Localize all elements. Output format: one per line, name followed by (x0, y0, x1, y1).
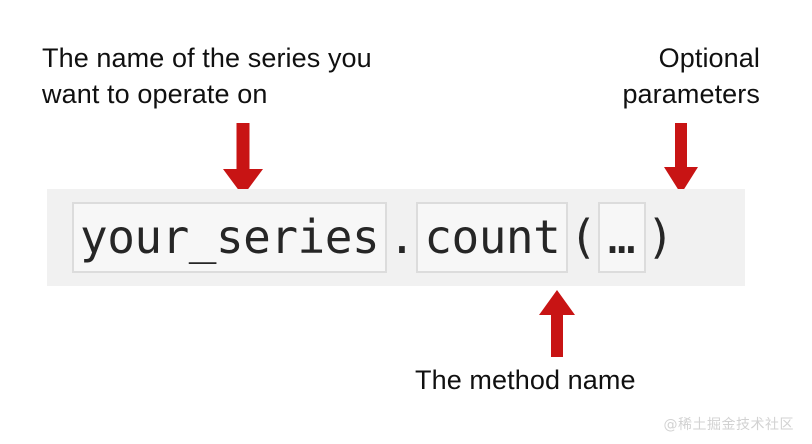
code-token-paren-open-text: ( (569, 209, 597, 264)
arrow-down-series-icon (223, 123, 263, 196)
code-token-arguments-text: … (607, 209, 636, 264)
caption-method-name: The method name (415, 365, 636, 395)
code-token-paren-close: ) (646, 197, 675, 278)
arrow-down-parameters-icon (664, 123, 698, 194)
code-token-method-name: count (416, 202, 569, 273)
code-token-arguments: … (597, 202, 646, 273)
code-token-paren-close-text: ) (646, 209, 675, 264)
code-token-series-name: your_series (72, 202, 388, 273)
arrow-up-method-icon (539, 290, 575, 357)
code-expression: your_series . count ( … ) (72, 202, 675, 273)
code-token-method-name-text: count (424, 209, 561, 264)
code-token-series-name-text: your_series (80, 209, 380, 264)
caption-optional-parameters: Optional parameters (622, 43, 760, 109)
code-token-dot: . (387, 197, 416, 278)
watermark: @稀土掘金技术社区 (663, 417, 794, 433)
code-token-paren-open: ( (568, 197, 597, 278)
code-expression-band: your_series . count ( … ) (47, 189, 745, 286)
code-token-dot-text: . (388, 209, 416, 264)
caption-series-name: The name of the series you want to opera… (42, 43, 372, 109)
